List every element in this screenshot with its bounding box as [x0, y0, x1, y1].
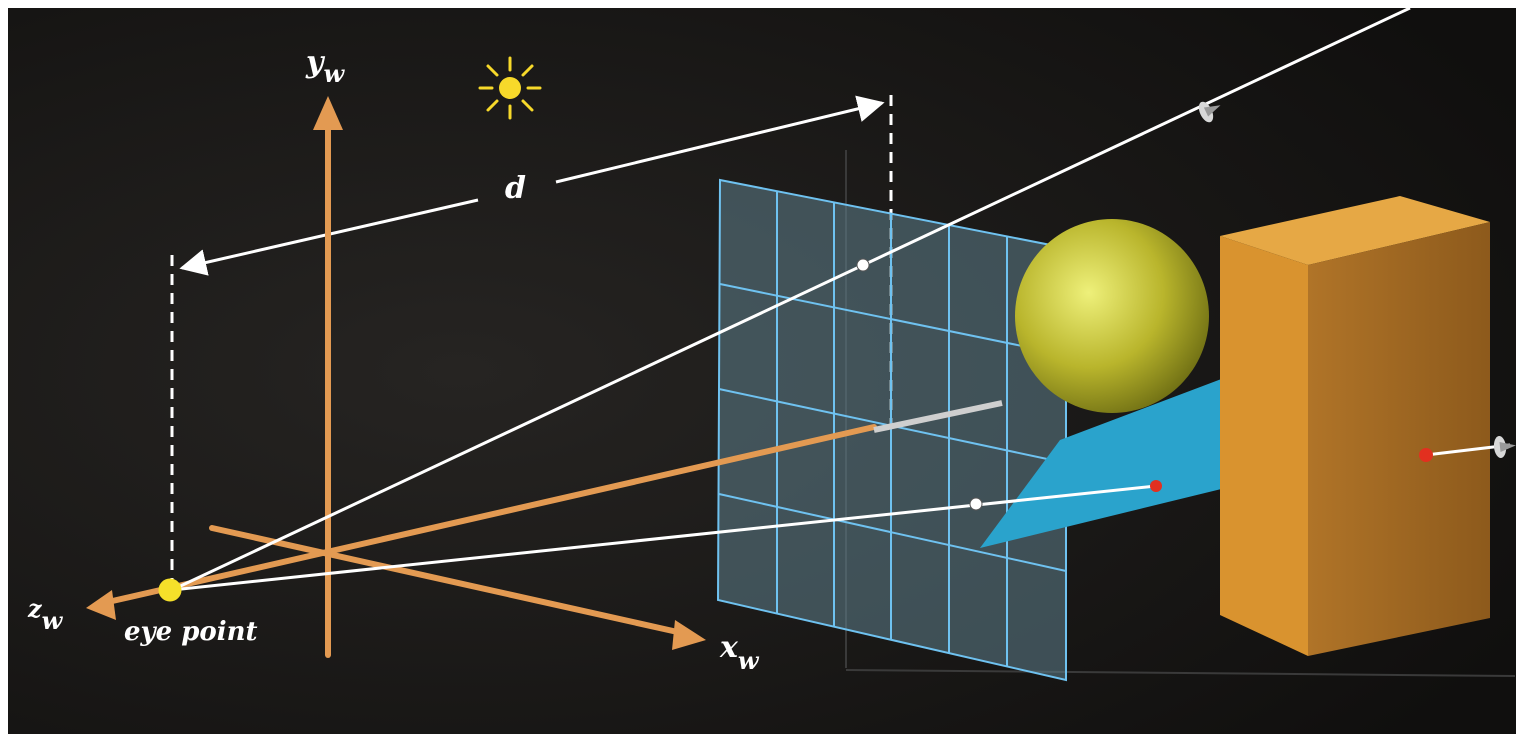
image-plane-grid — [716, 178, 1067, 682]
shadow-hit-point — [1150, 480, 1162, 492]
eye-point-label: eye point — [124, 617, 258, 647]
box-hit-point — [1419, 448, 1433, 462]
pixel-intersection-upper — [856, 258, 870, 272]
z-axis-arrowhead — [86, 590, 116, 620]
x-axis-arrowhead — [672, 620, 706, 650]
ray-arrow-icon — [1198, 101, 1221, 123]
distance-label: d — [505, 171, 526, 206]
x-axis-label: xw — [719, 630, 760, 675]
world-axes — [105, 115, 877, 658]
ray-primary-lower — [171, 484, 1157, 592]
ray-arrow-icon — [1493, 436, 1516, 458]
distance-arrow-right — [555, 95, 885, 184]
frame-line-bottom — [845, 669, 1516, 677]
axis-ray-highlight — [873, 400, 1003, 433]
box-object — [1220, 196, 1490, 656]
eye-point-marker — [158, 578, 182, 602]
light-source-icon — [478, 56, 542, 120]
z-axis-label: zw — [27, 594, 64, 635]
x-axis-line — [209, 525, 685, 636]
z-axis-line — [105, 424, 877, 605]
sphere-object — [1015, 219, 1209, 413]
pixel-intersection-lower — [969, 497, 983, 511]
y-axis-label: yw — [305, 45, 345, 88]
y-axis-arrowhead — [313, 96, 343, 130]
